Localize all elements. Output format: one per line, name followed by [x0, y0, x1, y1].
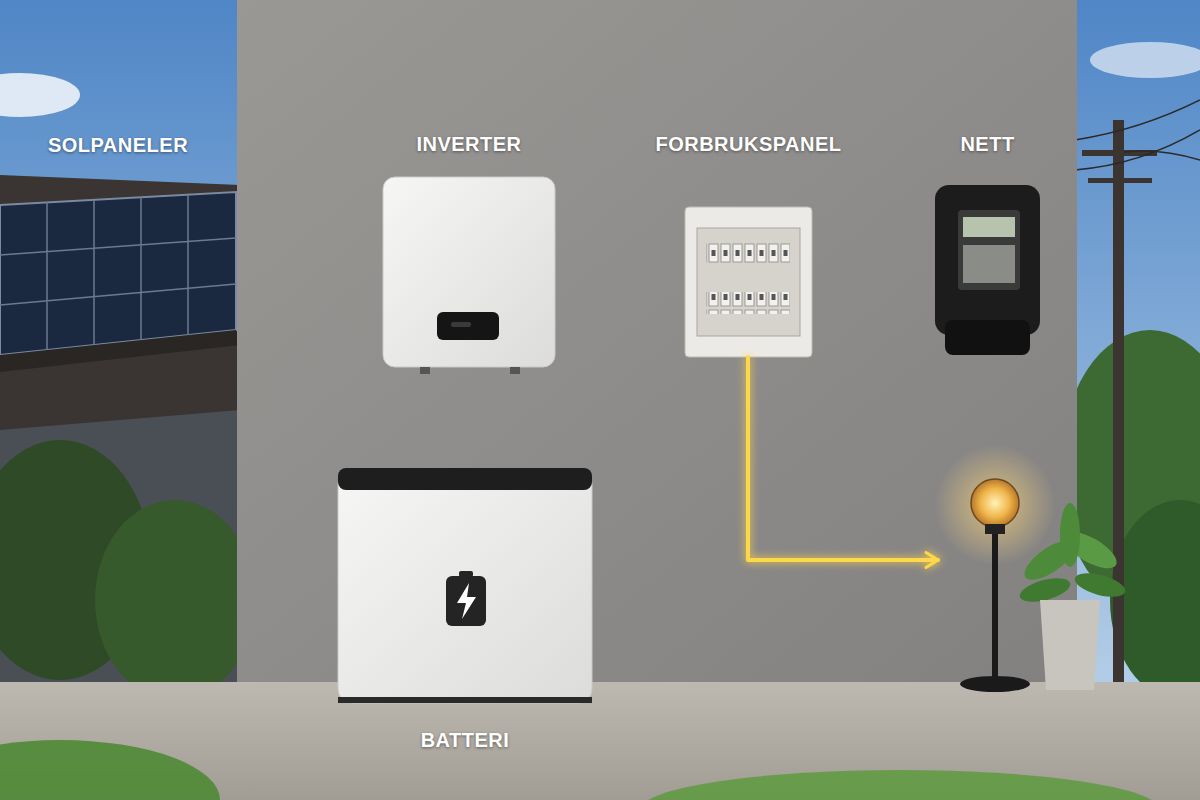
- grid-meter-node: NETT: [935, 185, 1040, 355]
- roof: [0, 175, 240, 430]
- breaker-row: [706, 292, 790, 314]
- grass: [640, 770, 1160, 800]
- grass: [0, 740, 220, 800]
- light-bulb: [971, 479, 1019, 527]
- battery-node: BATTERI: [338, 468, 592, 703]
- bush: [95, 500, 255, 700]
- consumer-panel-node: FORBRUKSPANEL: [685, 207, 812, 357]
- component-label: FORBRUKSPANEL: [655, 133, 841, 156]
- battery-icon-cap: [459, 571, 473, 577]
- battery-base: [338, 697, 592, 703]
- inverter-port: [510, 367, 520, 374]
- inverter-body: [383, 177, 555, 367]
- plant-leaf: [1060, 503, 1080, 567]
- meter-face: [963, 245, 1015, 283]
- panel-inner: [697, 228, 800, 336]
- component-label: INVERTER: [416, 133, 521, 156]
- lamp-base: [960, 676, 1030, 692]
- cloud: [0, 73, 80, 117]
- battery-icon: [446, 576, 486, 626]
- component-label: SOLPANELER: [48, 134, 188, 157]
- battery-body: [338, 470, 592, 703]
- meter-window: [958, 210, 1020, 290]
- panel-grid: [0, 195, 236, 350]
- meter-base: [945, 320, 1030, 355]
- inverter-node: INVERTER: [383, 177, 555, 367]
- meter-display: [963, 217, 1015, 237]
- panel-body: [685, 207, 812, 357]
- meter-body: [935, 185, 1040, 335]
- breaker-row: [706, 242, 790, 264]
- solar-panel: [0, 192, 236, 355]
- bulb-socket: [985, 524, 1005, 534]
- battery-lid: [338, 468, 592, 490]
- cloud: [1090, 42, 1200, 78]
- energy-flow-arrow: [565, 266, 673, 270]
- component-label: BATTERI: [421, 729, 510, 752]
- energy-flow-arrow: [491, 371, 495, 458]
- plant-pot: [1040, 600, 1100, 690]
- display-segment: [451, 322, 471, 327]
- power-lines: [1075, 100, 1200, 170]
- utility-pole: [1113, 120, 1124, 690]
- inverter-display: [437, 312, 499, 340]
- plant-leaf: [1072, 569, 1127, 602]
- lightning-bolt: [457, 583, 476, 619]
- pole-crossbar: [1088, 178, 1152, 183]
- edge-group: [201, 268, 927, 462]
- lamp-wire: [748, 357, 938, 560]
- energy-flow-arrow: [201, 266, 368, 270]
- inverter-port: [420, 367, 430, 374]
- energy-flow-arrow: [443, 379, 447, 462]
- energy-flow-arrow: [820, 266, 927, 270]
- solar-panel-node: SOLPANELER: [0, 192, 236, 355]
- roof-edge: [0, 330, 240, 372]
- component-label: NETT: [960, 133, 1014, 156]
- lamp-pole: [992, 528, 998, 680]
